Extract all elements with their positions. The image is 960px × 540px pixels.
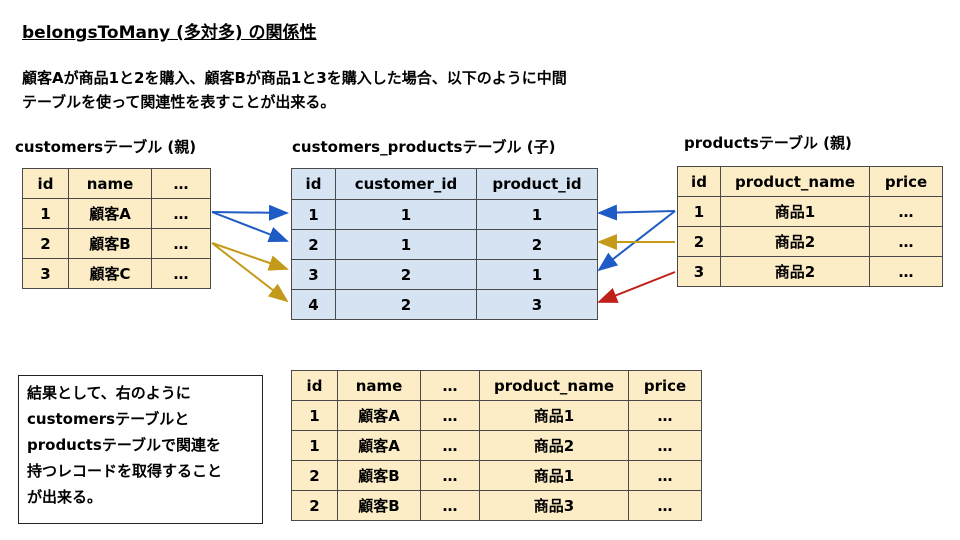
- table-cell: 顧客A: [337, 430, 421, 461]
- table-row: 3 2 1: [291, 259, 598, 290]
- table-cell: 2: [291, 490, 338, 521]
- table-cell: …: [869, 256, 943, 287]
- pivot-table: id customer_id product_id 1 1 1 2 1 2 3 …: [291, 168, 598, 320]
- table-cell: 2: [22, 228, 69, 259]
- arrow-product-1-to-pivot-3: [597, 210, 676, 272]
- table-cell: 3: [476, 289, 598, 320]
- result-note: 結果として、右のように customersテーブルと productsテーブルで…: [18, 375, 263, 524]
- page-title: belongsToMany (多対多) の関係性: [22, 23, 317, 43]
- table-cell: …: [151, 228, 211, 259]
- table-row: 2 顧客B …: [22, 228, 211, 259]
- column-header: …: [420, 370, 480, 401]
- table-cell: 顧客B: [337, 490, 421, 521]
- table-row: 2 商品2 …: [677, 226, 943, 257]
- pivot-table-label: customers_productsテーブル (子): [292, 138, 556, 156]
- column-header: product_id: [476, 168, 598, 200]
- table-cell: 顧客C: [68, 258, 152, 289]
- column-header: …: [151, 168, 211, 199]
- table-cell: 3: [291, 259, 336, 290]
- table-row: 1 顧客A … 商品1 …: [291, 400, 702, 431]
- table-cell: 1: [677, 196, 721, 227]
- table-row: 3 顧客C …: [22, 258, 211, 289]
- table-cell: 1: [476, 259, 598, 290]
- table-cell: …: [420, 460, 480, 491]
- table-cell: 商品2: [720, 256, 870, 287]
- table-cell: 商品1: [479, 400, 629, 431]
- table-cell: …: [420, 490, 480, 521]
- table-row: 4 2 3: [291, 289, 598, 320]
- note-line: が出来る。: [27, 488, 103, 506]
- table-cell: 顧客B: [337, 460, 421, 491]
- table-row: 1 1 1: [291, 199, 598, 230]
- table-cell: 1: [335, 229, 477, 260]
- table-cell: 1: [476, 199, 598, 230]
- table-cell: 2: [677, 226, 721, 257]
- arrow-customer-a-to-pivot-2: [211, 211, 289, 242]
- arrow-product-3-to-pivot-4: [597, 271, 676, 303]
- note-line: 持つレコードを取得すること: [27, 462, 223, 480]
- table-row: 1 顧客A … 商品2 …: [291, 430, 702, 461]
- table-cell: …: [420, 430, 480, 461]
- table-cell: 3: [22, 258, 69, 289]
- note-line: 結果として、右のように: [27, 384, 191, 402]
- table-cell: 1: [22, 198, 69, 229]
- table-header-row: id name …: [22, 168, 211, 199]
- table-cell: 顧客B: [68, 228, 152, 259]
- table-cell: 1: [291, 199, 336, 230]
- table-cell: 商品2: [720, 226, 870, 257]
- table-cell: 4: [291, 289, 336, 320]
- table-row: 2 顧客B … 商品3 …: [291, 490, 702, 521]
- arrow-product-1-to-pivot-1: [597, 204, 676, 221]
- table-cell: 商品2: [479, 430, 629, 461]
- column-header: id: [291, 370, 338, 401]
- table-cell: …: [628, 460, 702, 491]
- table-cell: …: [869, 226, 943, 257]
- products-table-label: productsテーブル (親): [684, 134, 852, 152]
- column-header: price: [869, 166, 943, 197]
- table-cell: 商品3: [479, 490, 629, 521]
- table-cell: 2: [335, 289, 477, 320]
- table-header-row: id customer_id product_id: [291, 168, 598, 200]
- description-line: テーブルを使って関連性を表すことが出来る。: [22, 93, 336, 111]
- table-row: 3 商品2 …: [677, 256, 943, 287]
- table-cell: …: [151, 198, 211, 229]
- arrow-customer-b-to-pivot-3: [211, 242, 289, 271]
- arrow-customer-a-to-pivot-1: [211, 204, 289, 221]
- table-row: 1 商品1 …: [677, 196, 943, 227]
- table-cell: 2: [476, 229, 598, 260]
- column-header: customer_id: [335, 168, 477, 200]
- column-header: name: [68, 168, 152, 199]
- customers-table-label: customersテーブル (親): [15, 138, 197, 156]
- column-header: name: [337, 370, 421, 401]
- description-line: 顧客Aが商品1と2を購入、顧客Bが商品1と3を購入した場合、以下のように中間: [22, 69, 567, 87]
- table-cell: 3: [677, 256, 721, 287]
- table-header-row: id name … product_name price: [291, 370, 702, 401]
- result-table: id name … product_name price 1 顧客A … 商品1…: [291, 370, 702, 521]
- description: 顧客Aが商品1と2を購入、顧客Bが商品1と3を購入した場合、以下のように中間 テ…: [22, 66, 567, 114]
- note-line: productsテーブルで関連を: [27, 436, 221, 454]
- column-header: product_name: [479, 370, 629, 401]
- table-cell: 商品1: [479, 460, 629, 491]
- column-header: price: [628, 370, 702, 401]
- table-cell: …: [151, 258, 211, 289]
- table-cell: 商品1: [720, 196, 870, 227]
- arrow-customer-b-to-pivot-4: [211, 242, 289, 303]
- table-row: 1 顧客A …: [22, 198, 211, 229]
- products-table: id product_name price 1 商品1 … 2 商品2 … 3 …: [677, 166, 943, 287]
- table-cell: …: [628, 400, 702, 431]
- note-line: customersテーブルと: [27, 410, 190, 428]
- column-header: id: [291, 168, 336, 200]
- customers-table: id name … 1 顧客A … 2 顧客B … 3 顧客C …: [22, 168, 211, 289]
- table-row: 2 1 2: [291, 229, 598, 260]
- column-header: id: [677, 166, 721, 197]
- table-cell: …: [628, 490, 702, 521]
- table-cell: 2: [291, 229, 336, 260]
- table-cell: 1: [335, 199, 477, 230]
